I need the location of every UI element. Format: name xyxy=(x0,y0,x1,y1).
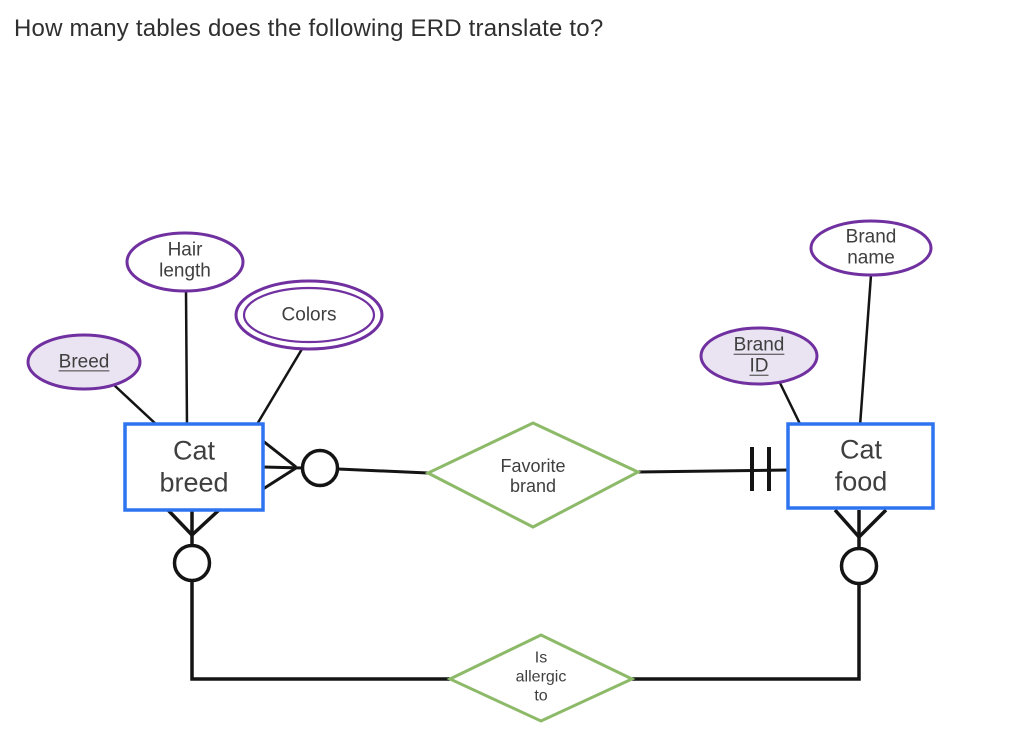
attribute-ellipse-breed xyxy=(26,333,142,391)
entity-box-cat-breed xyxy=(123,422,265,512)
entity-box-cat-food xyxy=(786,422,935,510)
connector-brand-id-to-cat-food xyxy=(778,382,803,427)
crowfoot-prong-right-cat-food-bottom xyxy=(857,508,888,539)
attribute-ellipse-brand-name xyxy=(809,219,933,277)
crowfoot-prong-right-cat-breed-bottom xyxy=(190,508,221,537)
connector-hair-length-to-cat-breed xyxy=(184,290,189,427)
attribute-ellipse-hair-length xyxy=(125,231,245,293)
connector-brand-name-to-cat-food xyxy=(858,274,873,427)
crowfoot-prong-left-cat-food-bottom xyxy=(833,508,861,539)
crowfoot-prong-left-cat-breed-bottom xyxy=(166,508,194,537)
zero-cardinality-circle-favorite-brand-left xyxy=(300,448,340,488)
attribute-label-breed: Breed xyxy=(58,351,110,373)
line-favorite-brand-to-cat-food xyxy=(637,468,789,474)
relationship-label-favorite-brand: Favorite brand xyxy=(500,455,566,496)
relationship-diamond-favorite-brand xyxy=(424,421,642,529)
attribute-label-colors: Colors xyxy=(281,304,337,326)
question-title: How many tables does the following ERD t… xyxy=(14,15,604,42)
attribute-label-brand-name: Brand name xyxy=(845,226,897,269)
crowfoot-prong-top-cat-breed-right xyxy=(262,439,297,469)
line-cat-breed-to-is-allergic xyxy=(190,580,450,681)
relationship-diamond-is-allergic-to xyxy=(446,633,636,723)
connector-colors-to-cat-breed xyxy=(254,348,304,427)
entity-label-cat-food: Cat food xyxy=(834,434,888,497)
connector-breed-to-cat-breed xyxy=(113,384,159,427)
zero-cardinality-circle-is-allergic-left xyxy=(172,543,212,583)
attribute-ellipse-colors-inner xyxy=(242,286,376,344)
attribute-label-hair-length: Hair length xyxy=(159,239,211,282)
attribute-label-brand-id: Brand ID xyxy=(733,334,785,377)
attribute-ellipse-colors-outer xyxy=(234,279,384,351)
line-circle-to-favorite-brand xyxy=(337,467,429,475)
crowfoot-prong-bottom-cat-breed-right xyxy=(262,466,297,491)
zero-cardinality-circle-is-allergic-right xyxy=(839,546,879,586)
attribute-ellipse-brand-id xyxy=(699,326,819,386)
entity-label-cat-breed: Cat breed xyxy=(159,435,229,498)
line-cat-food-to-is-allergic xyxy=(632,584,861,681)
crowfoot-prong-mid-cat-breed-right xyxy=(262,465,304,470)
relationship-label-is-allergic-to: Is allergic to xyxy=(515,649,567,705)
